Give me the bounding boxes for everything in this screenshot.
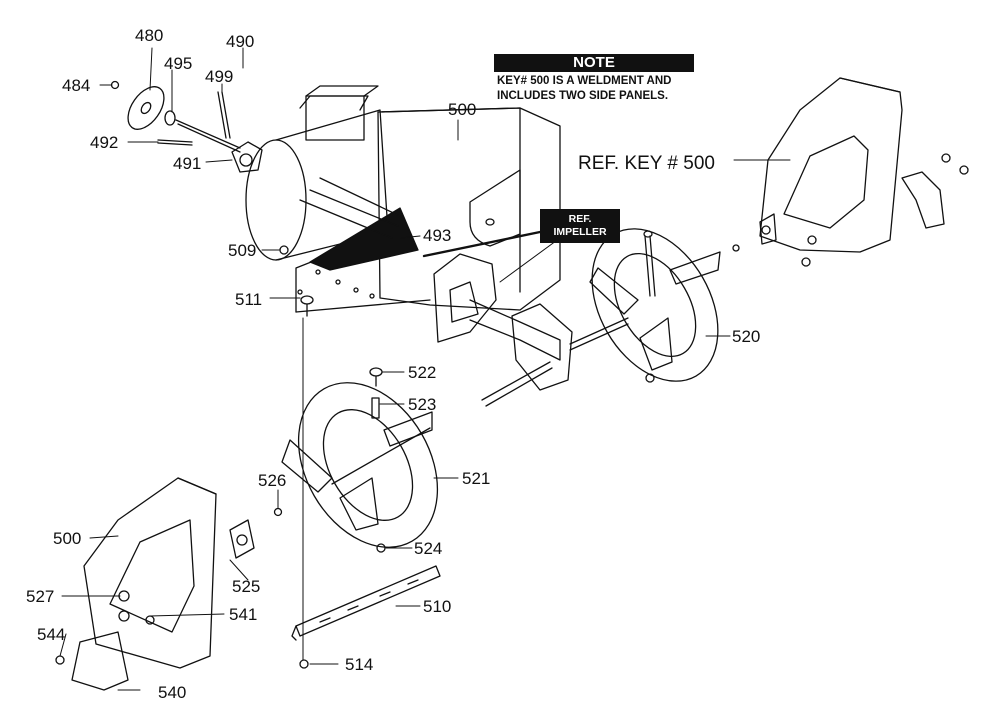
housing-500 <box>245 85 561 313</box>
leader-lines <box>59 47 791 691</box>
ref-impeller-line-2: IMPELLER <box>553 226 607 238</box>
rivet-511 <box>300 295 314 317</box>
pin-523 <box>371 397 380 419</box>
washer-484 <box>110 80 120 90</box>
part-label-492: 492 <box>90 133 119 152</box>
part-label-511: 511 <box>235 290 263 309</box>
shaft-499 <box>175 119 241 153</box>
part-label-522: 522 <box>408 363 437 382</box>
part-label-526: 526 <box>258 471 287 490</box>
part-label-544: 544 <box>37 625 66 644</box>
part-label-509: 509 <box>228 241 257 260</box>
bushing-495 <box>164 110 176 126</box>
part-label-525: 525 <box>232 577 261 596</box>
part-label-524: 524 <box>414 539 443 558</box>
part-label-541: 541 <box>229 605 258 624</box>
side-panel-left <box>55 477 255 691</box>
note-line-1: KEY# 500 IS A WELDMENT AND <box>497 75 672 87</box>
part-label-500-bottom: 500 <box>53 529 82 548</box>
part-label-484: 484 <box>62 76 91 95</box>
part-label-523: 523 <box>408 395 437 414</box>
part-label-495: 495 <box>164 54 193 73</box>
note-heading: NOTE <box>494 54 694 72</box>
bolt-522 <box>369 367 383 387</box>
note-line-2: INCLUDES TWO SIDE PANELS. <box>497 90 669 102</box>
nut-524 <box>376 543 386 553</box>
part-label-500-top: 500 <box>448 100 477 119</box>
auger-521 <box>281 382 439 548</box>
part-label-490: 490 <box>226 32 255 51</box>
part-label-527: 527 <box>26 587 55 606</box>
bearing-491 <box>231 141 263 173</box>
ref-impeller-callout: REF. IMPELLER <box>540 209 620 243</box>
ref-impeller-line-1: REF. <box>568 213 592 225</box>
ref-key-label: REF. KEY # 500 <box>578 153 715 174</box>
part-label-499: 499 <box>205 67 234 86</box>
disc-480 <box>127 86 165 130</box>
part-label-491: 491 <box>173 154 202 173</box>
part-label-480: 480 <box>135 26 164 45</box>
side-panel-right <box>732 77 969 267</box>
part-label-510: 510 <box>423 597 452 616</box>
part-label-521: 521 <box>462 469 491 488</box>
bolt-490 <box>217 91 231 139</box>
nut-514 <box>299 659 309 669</box>
bolt-509 <box>279 245 289 255</box>
washer-526 <box>273 507 283 517</box>
part-label-514: 514 <box>345 655 374 674</box>
part-label-493: 493 <box>423 226 452 245</box>
part-label-540: 540 <box>158 683 187 702</box>
gearbox-shaft <box>422 230 629 407</box>
part-label-520: 520 <box>732 327 761 346</box>
pin-492 <box>157 139 193 146</box>
scraper-bar-510 <box>291 565 441 641</box>
